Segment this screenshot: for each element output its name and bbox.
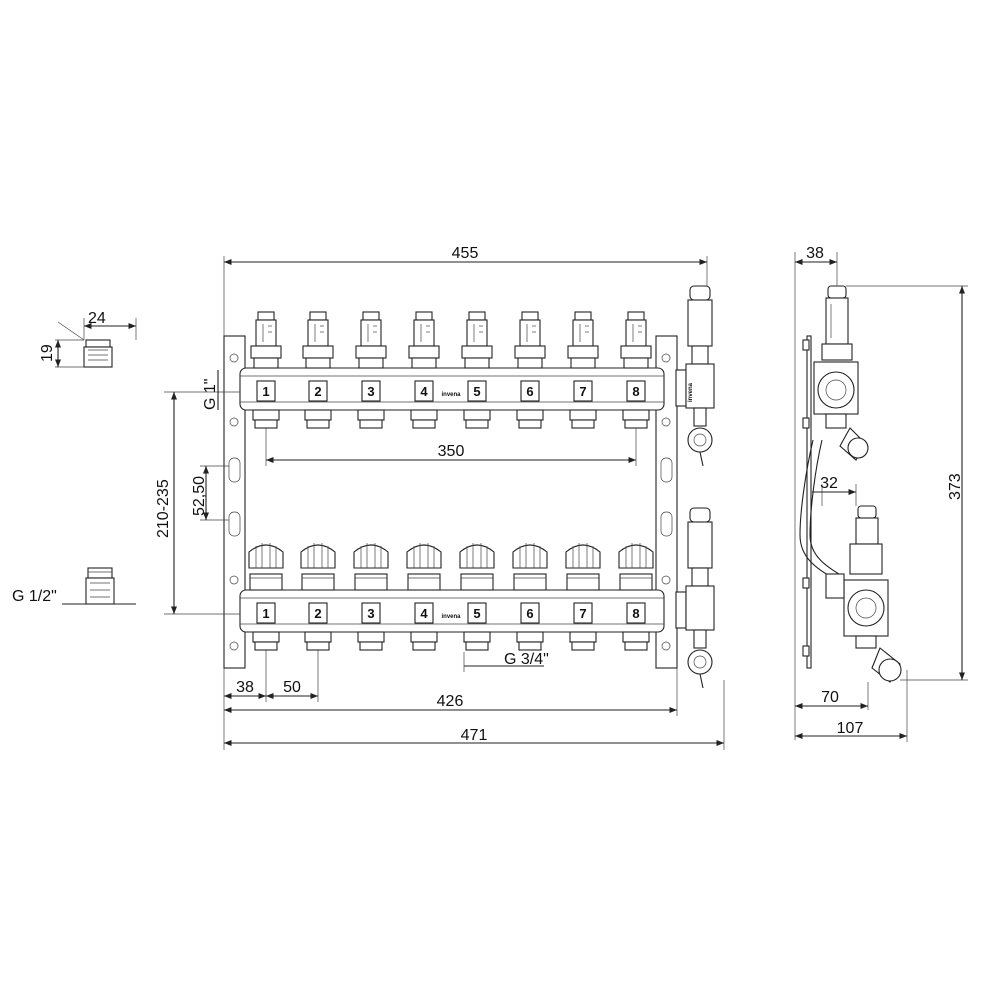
valve-cap (512, 543, 548, 651)
outlet-number-top: 5 (473, 384, 480, 399)
dim-side-depth-70: 70 (821, 689, 839, 706)
outlet-number-bottom: 7 (579, 606, 586, 621)
dim-main-thread: G 1" (202, 379, 219, 410)
outlet-number-bottom: 1 (262, 606, 269, 621)
dim-first-offset: 38 (236, 679, 254, 696)
flowmeter (355, 311, 387, 429)
flowmeter (461, 311, 493, 429)
outlet-number-bottom: 8 (632, 606, 639, 621)
outlet-number-bottom: 4 (420, 606, 428, 621)
valve-cap (353, 543, 389, 651)
end-fitting-top (675, 285, 715, 467)
dim-overall-top: 455 (452, 245, 479, 262)
valve-cap (248, 543, 284, 651)
outlet-number-bottom: 6 (526, 606, 533, 621)
adapter-top-view (54, 318, 137, 368)
dim-adapter-width: 24 (88, 310, 106, 327)
valve-cap (618, 543, 654, 651)
side-view (794, 252, 968, 742)
dim-bar-spacing: 52,50 (191, 476, 208, 516)
dim-adapter-height: 19 (39, 344, 56, 362)
dim-pitch: 50 (283, 679, 301, 696)
valve-cap (565, 543, 601, 651)
outlet-number-top: 8 (632, 384, 639, 399)
valve-cap (300, 543, 336, 651)
dim-adapter-thread: G 1/2" (12, 588, 57, 605)
front-view (164, 256, 725, 750)
flowmeter (567, 311, 599, 429)
outlet-number-top: 1 (262, 384, 269, 399)
dim-height-range: 210-235 (155, 479, 172, 538)
valve-cap (406, 543, 442, 651)
flowmeter (250, 311, 282, 429)
side-brand-logo: invena (688, 382, 694, 402)
dim-side-height: 373 (947, 473, 964, 500)
outlet-number-bottom: 5 (473, 606, 480, 621)
dim-side-top: 38 (806, 245, 824, 262)
dim-port-spacing: 350 (438, 443, 465, 460)
flowmeter (408, 311, 440, 429)
dim-bar-length: 426 (437, 693, 464, 710)
end-fitting-bottom (675, 507, 715, 689)
dim-outlet-thread: G 3/4" (504, 651, 549, 668)
outlet-number-top: 7 (579, 384, 586, 399)
valve-cap (459, 543, 495, 651)
outlet-number-top: 3 (367, 384, 374, 399)
brand-logo-bottom: invena (441, 614, 461, 620)
dim-side-offset: 32 (820, 475, 838, 492)
adapter-side-view (62, 567, 136, 605)
flowmeter (302, 311, 334, 429)
outlet-number-top: 6 (526, 384, 533, 399)
dim-side-depth-107: 107 (837, 720, 864, 737)
outlet-number-top: 4 (420, 384, 428, 399)
outlet-number-bottom: 3 (367, 606, 374, 621)
brand-logo-top: invena (441, 392, 461, 398)
flowmeter (514, 311, 546, 429)
outlet-number-bottom: 2 (314, 606, 321, 621)
outlet-number-top: 2 (314, 384, 321, 399)
dim-overall-bottom: 471 (461, 727, 488, 744)
